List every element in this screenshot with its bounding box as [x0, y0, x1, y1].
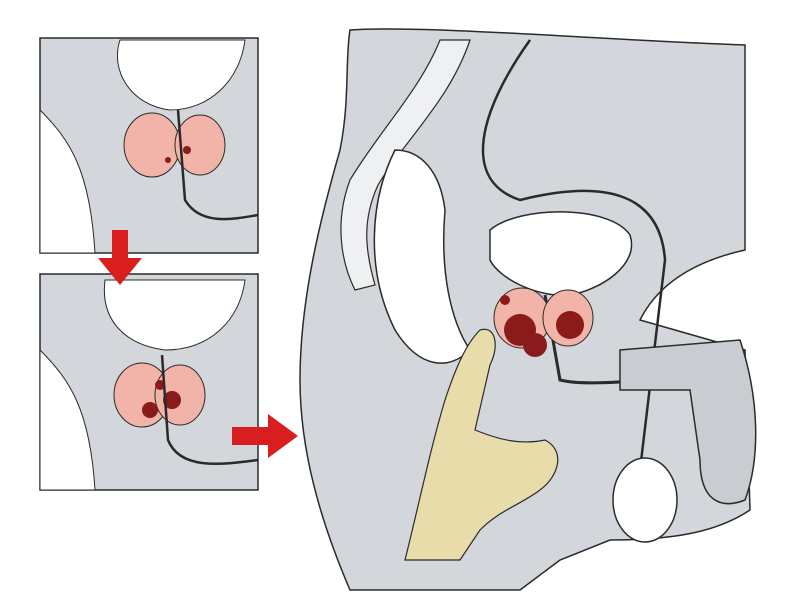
arrow-right-icon	[232, 414, 298, 458]
prostate-tumor	[493, 287, 594, 357]
bladder	[489, 211, 633, 297]
arrow-down-icon	[98, 230, 142, 285]
penis	[619, 339, 757, 505]
inset-panel-early	[39, 37, 259, 254]
inset-panel-advanced	[39, 273, 259, 491]
spine	[340, 39, 471, 291]
vas-deferens	[481, 39, 667, 471]
main-anatomy-view	[299, 28, 757, 591]
examining-finger	[404, 328, 559, 561]
testis	[612, 457, 678, 543]
